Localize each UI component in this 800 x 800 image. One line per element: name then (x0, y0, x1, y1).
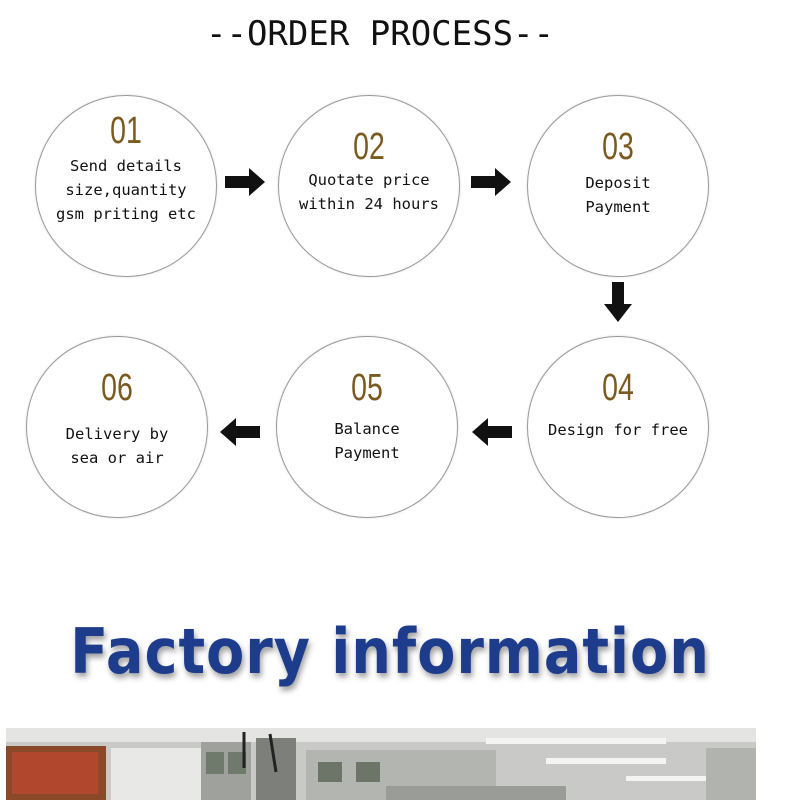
step-description: Send details size,quantity gsm priting e… (56, 157, 196, 223)
step-description: Deposit Payment (585, 174, 651, 216)
step-number: 03 (602, 126, 634, 168)
step-number: 06 (101, 367, 133, 409)
step-05-circle: 05 Balance Payment (276, 336, 458, 518)
arrow-right-icon (225, 168, 265, 196)
step-number: 02 (353, 126, 385, 168)
step-number: 04 (602, 367, 634, 409)
step-04-circle: 04 Design for free (527, 336, 709, 518)
step-description: Balance Payment (334, 420, 400, 462)
step-number: 05 (351, 367, 383, 409)
arrow-left-icon (472, 418, 512, 446)
step-03-circle: 03 Deposit Payment (527, 95, 709, 277)
order-process-title: --ORDER PROCESS-- (206, 14, 554, 54)
step-01-circle: 01 Send details size,quantity gsm pritin… (35, 95, 217, 277)
step-number: 01 (110, 110, 142, 152)
arrow-left-icon (220, 418, 260, 446)
step-description: Quotate price within 24 hours (299, 171, 439, 213)
step-description: Design for free (548, 421, 688, 439)
factory-photo (6, 728, 756, 800)
step-02-circle: 02 Quotate price within 24 hours (278, 95, 460, 277)
step-description: Delivery by sea or air (65, 425, 169, 467)
arrow-down-icon (604, 282, 632, 322)
arrow-right-icon (471, 168, 511, 196)
step-06-circle: 06 Delivery by sea or air (26, 336, 208, 518)
factory-information-heading: Factory information (70, 615, 710, 688)
